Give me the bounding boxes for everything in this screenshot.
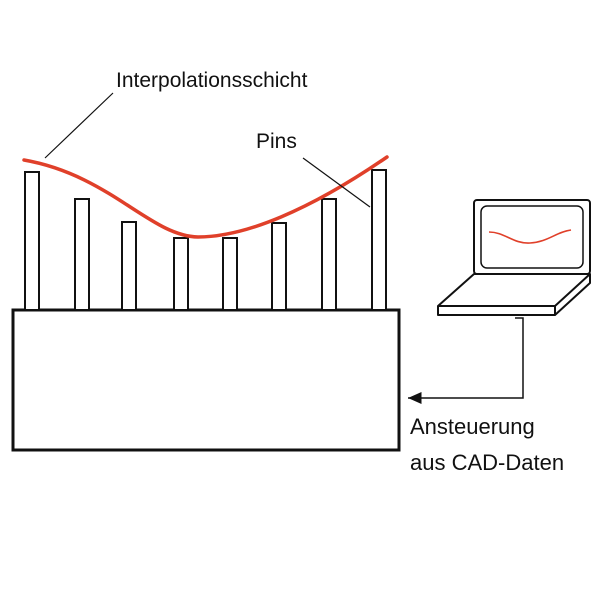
pin-4 bbox=[173, 237, 189, 311]
laptop-icon bbox=[437, 199, 591, 316]
interpolation-leader-line bbox=[44, 92, 114, 159]
pin-7 bbox=[321, 198, 337, 311]
laptop-screen-curve bbox=[488, 229, 572, 244]
laptop-screen bbox=[480, 205, 584, 269]
pin-2 bbox=[74, 198, 90, 311]
interpolation-layer-curve bbox=[22, 155, 389, 239]
pins-group bbox=[24, 169, 387, 311]
control-label-line-2: aus CAD-Daten bbox=[410, 450, 564, 475]
laptop-keyboard-deck bbox=[437, 273, 591, 307]
control-label-line-1: Ansteuerung bbox=[410, 414, 535, 439]
pins-label: Pins bbox=[256, 130, 297, 153]
pin-5 bbox=[222, 237, 238, 311]
pin-3 bbox=[121, 221, 137, 311]
pin-8 bbox=[371, 169, 387, 311]
control-connector-arrow bbox=[408, 317, 524, 404]
interpolation-layer-label: Interpolationsschicht bbox=[116, 69, 308, 92]
pins-leader-line bbox=[302, 157, 371, 208]
pin-1 bbox=[24, 171, 40, 311]
machine-base bbox=[11, 308, 401, 452]
pin-6 bbox=[271, 222, 287, 311]
